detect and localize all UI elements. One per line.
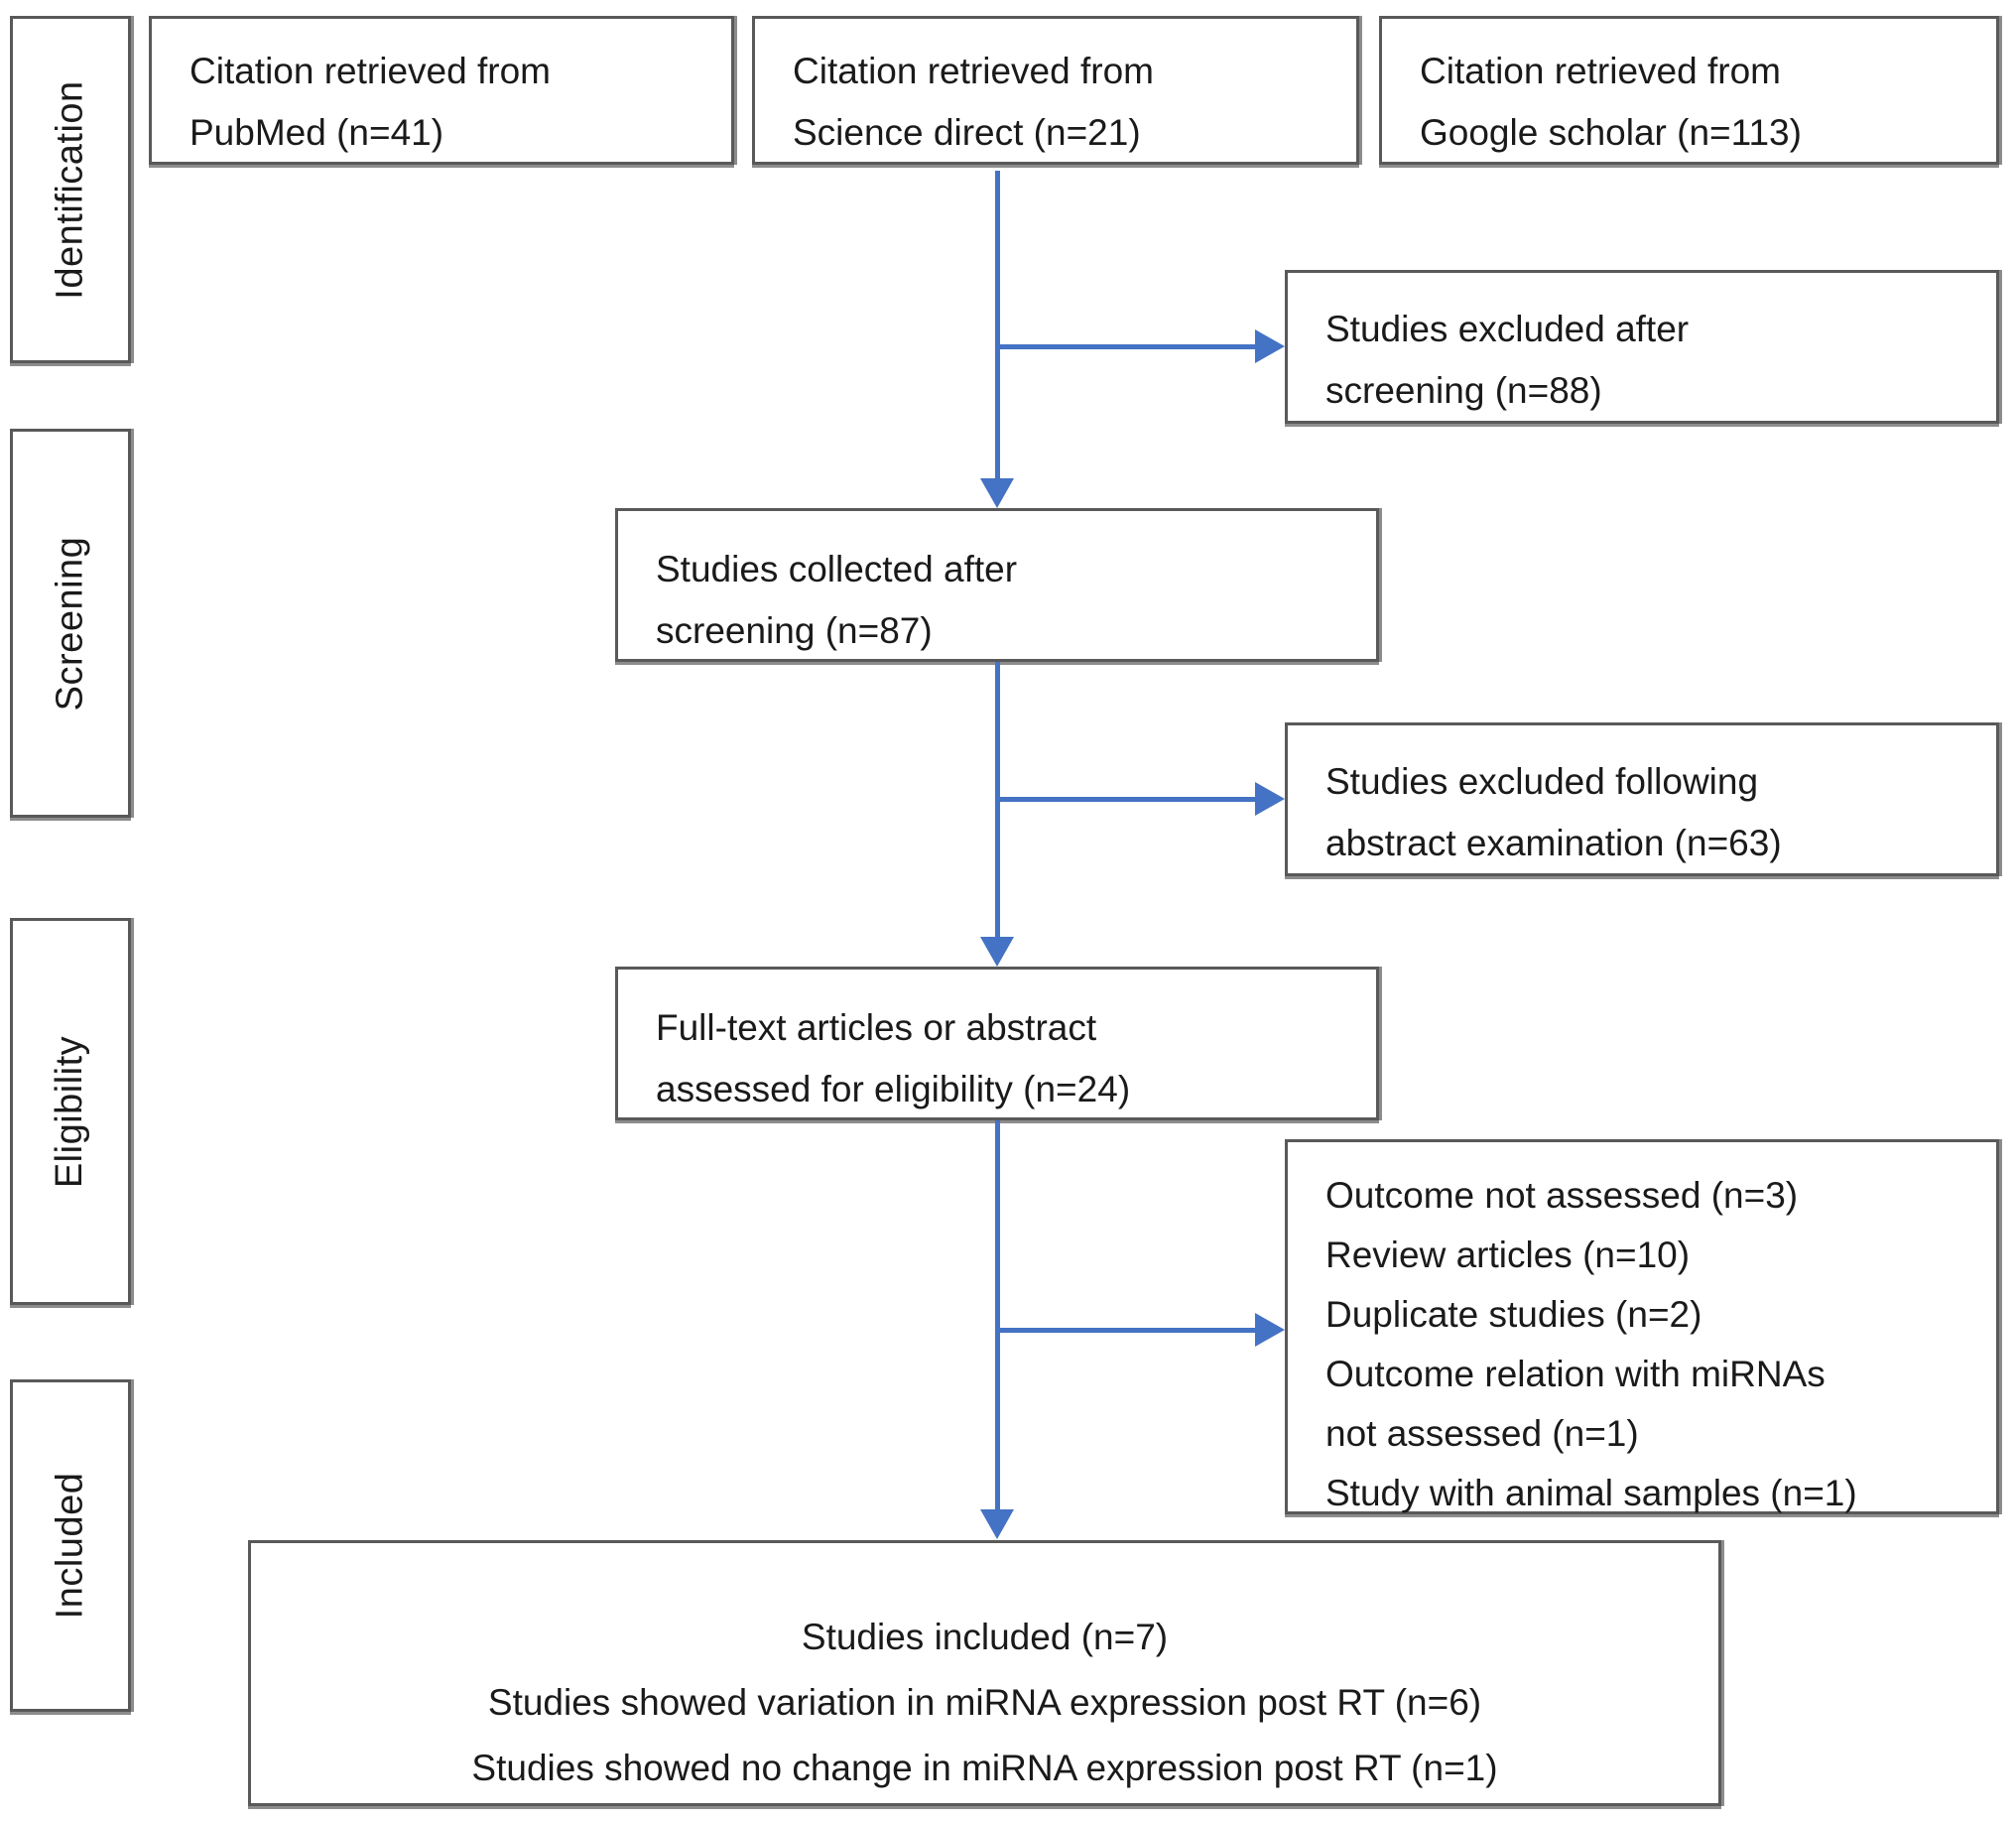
arrowhead-to-fulltext (980, 937, 1014, 967)
node-exclusion-reasons: Outcome not assessed (n=3) Review articl… (1285, 1139, 1999, 1514)
node-citation-pubmed-text: Citation retrieved from PubMed (n=41) (189, 51, 551, 153)
connector-spine-screening-to-eligibility (995, 662, 1000, 957)
arrowhead-to-excluded-reasons (1255, 1313, 1285, 1347)
node-citation-science-direct: Citation retrieved from Science direct (… (752, 16, 1359, 165)
arrowhead-to-excluded-screening (1255, 329, 1285, 363)
node-studies-excluded-following-abstract: Studies excluded following abstract exam… (1285, 722, 1999, 876)
stage-label-screening: Screening (10, 429, 131, 818)
connector-spine-identification-to-screening (995, 171, 1000, 498)
stage-label-identification: Identification (10, 16, 131, 363)
node-studies-collected-after-screening-text: Studies collected after screening (n=87) (656, 549, 1018, 651)
node-studies-excluded-after-screening: Studies excluded after screening (n=88) (1285, 270, 1999, 424)
arrowhead-to-collected (980, 478, 1014, 508)
connector-branch-to-excluded-reasons (995, 1328, 1255, 1333)
stage-label-included-text: Included (49, 1472, 91, 1620)
node-citation-google-scholar-text: Citation retrieved from Google scholar (… (1420, 51, 1802, 153)
node-studies-excluded-following-abstract-text: Studies excluded following abstract exam… (1325, 761, 1782, 863)
stage-label-screening-text: Screening (49, 536, 91, 711)
stage-label-included: Included (10, 1379, 131, 1712)
stage-label-identification-text: Identification (49, 79, 91, 300)
connector-branch-to-excluded-screening (995, 344, 1255, 349)
node-fulltext-assessed-for-eligibility-text: Full-text articles or abstract assessed … (656, 1007, 1131, 1109)
node-exclusion-reasons-text: Outcome not assessed (n=3) Review articl… (1325, 1175, 1857, 1513)
node-studies-excluded-after-screening-text: Studies excluded after screening (n=88) (1325, 309, 1690, 411)
node-studies-included-text: Studies included (n=7) Studies showed va… (471, 1617, 1498, 1788)
node-fulltext-assessed-for-eligibility: Full-text articles or abstract assessed … (615, 967, 1379, 1120)
connector-branch-to-excluded-abstract (995, 797, 1255, 802)
node-citation-google-scholar: Citation retrieved from Google scholar (… (1379, 16, 1999, 165)
connector-spine-eligibility-to-included (995, 1120, 1000, 1529)
arrowhead-to-included (980, 1509, 1014, 1539)
node-citation-science-direct-text: Citation retrieved from Science direct (… (793, 51, 1154, 153)
node-studies-included: Studies included (n=7) Studies showed va… (248, 1540, 1721, 1806)
stage-label-eligibility-text: Eligibility (49, 1035, 91, 1188)
node-citation-pubmed: Citation retrieved from PubMed (n=41) (149, 16, 734, 165)
stage-label-eligibility: Eligibility (10, 918, 131, 1305)
arrowhead-to-excluded-abstract (1255, 782, 1285, 816)
node-studies-collected-after-screening: Studies collected after screening (n=87) (615, 508, 1379, 662)
